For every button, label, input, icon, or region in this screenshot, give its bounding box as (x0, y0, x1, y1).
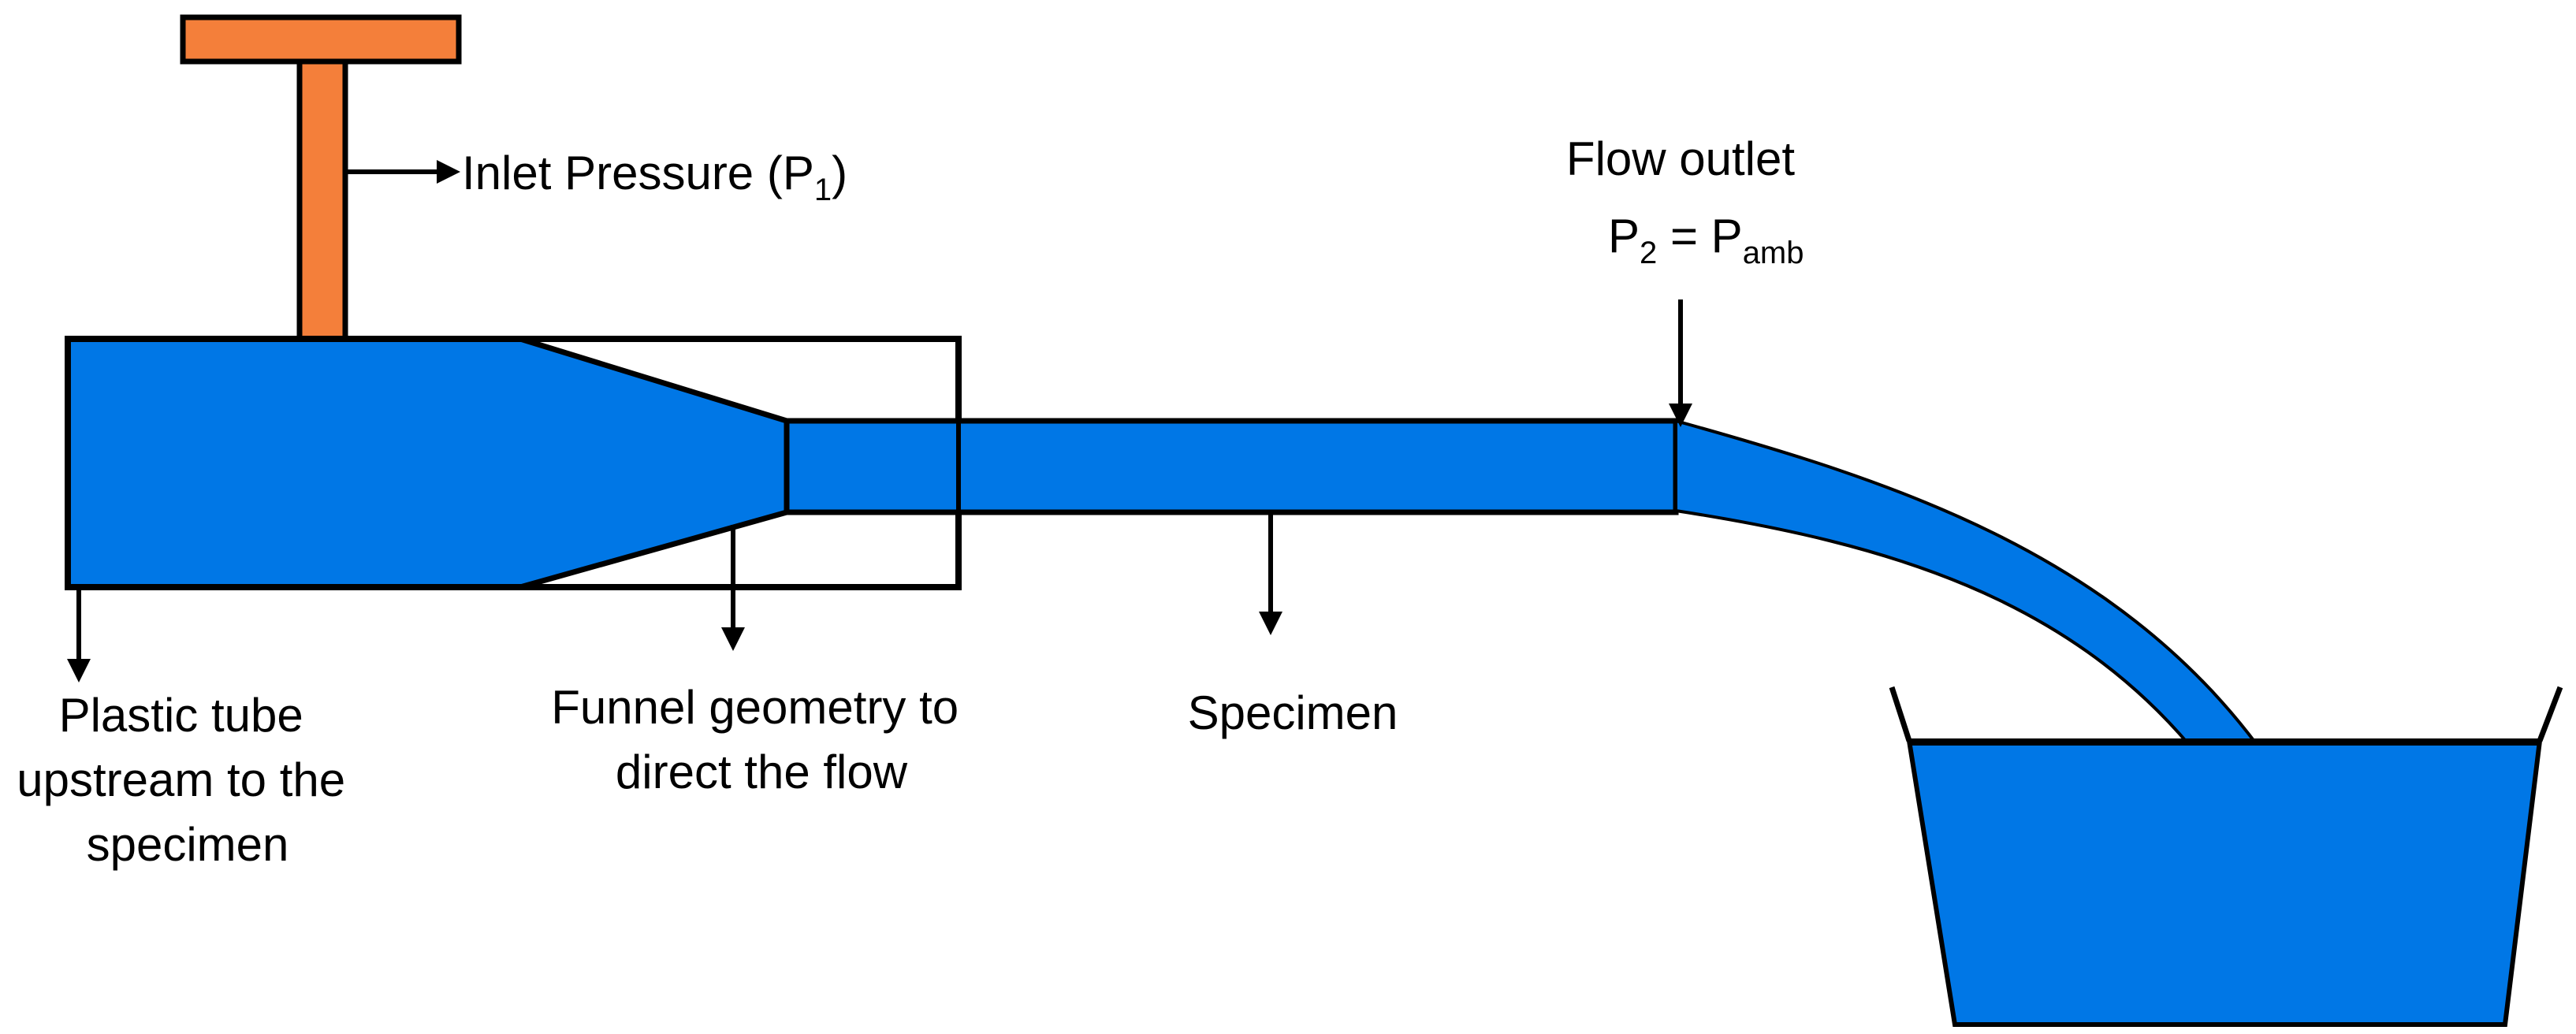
outflow-stream (1674, 418, 2261, 747)
basin-body (1906, 738, 2543, 1027)
inlet-pressure-close: ) (832, 147, 847, 199)
plastic-tube-water (68, 339, 787, 587)
outlet-pressure-label: P2 = Pamb (1608, 210, 1804, 270)
basin-rim-left (1889, 686, 1912, 742)
flow-outlet-label: Flow outlet (1566, 132, 1795, 185)
funnel-label: Funnel geometry to direct the flow (551, 681, 972, 798)
plastic-tube-label: Plastic tube upstream to the specimen (17, 689, 359, 871)
equals-pamb: = P (1657, 210, 1742, 262)
plunger (180, 14, 462, 342)
inlet-pressure-label: Inlet Pressure (P1) (462, 147, 847, 207)
collection-basin (1889, 686, 2563, 1027)
specimen-label: Specimen (1188, 686, 1398, 739)
plunger-rod (296, 58, 348, 342)
p2-symbol: P (1608, 210, 1640, 262)
basin-rim-right (2537, 686, 2563, 742)
funnel-top-edge (519, 336, 788, 424)
funnel-bottom-edge (519, 509, 787, 590)
plastic-tube-line-2: upstream to the (17, 753, 345, 806)
inlet-pressure-subscript: 1 (814, 173, 832, 207)
funnel-line-1: Funnel geometry to (551, 681, 959, 734)
p2-subscript: 2 (1640, 236, 1657, 270)
amb-subscript: amb (1743, 236, 1804, 270)
plunger-handle (180, 14, 462, 65)
funnel-line-2: direct the flow (616, 746, 908, 798)
specimen (784, 418, 1679, 515)
inlet-pressure-main: Inlet Pressure (P (462, 147, 814, 199)
plastic-tube-line-3: specimen (87, 818, 289, 871)
specimen-channel (784, 418, 1679, 515)
plastic-tube-line-1: Plastic tube (59, 689, 303, 742)
